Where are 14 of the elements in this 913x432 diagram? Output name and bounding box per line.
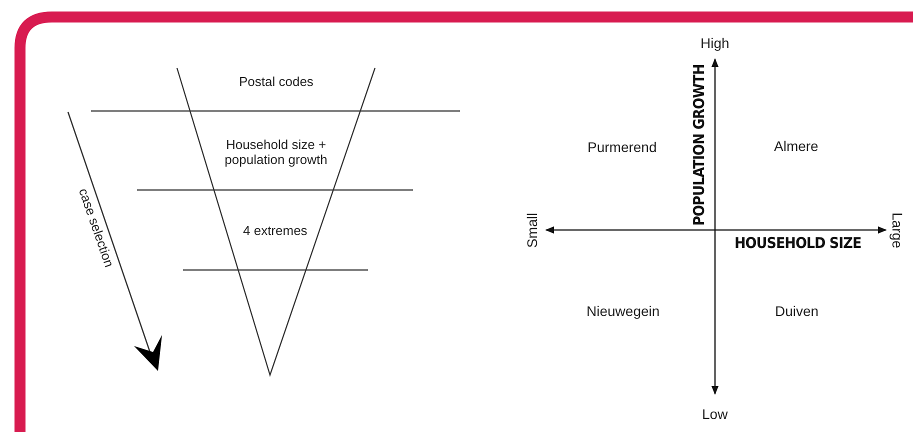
arrow-label: case selection	[75, 186, 117, 270]
axis-title: HOUSEHOLD SIZE	[734, 234, 862, 252]
axis-end-label: Low	[702, 406, 728, 422]
axis-title: POPULATION GROWTH	[690, 64, 708, 226]
funnel-level-label: Postal codes	[239, 74, 314, 90]
axis-end-label: Small	[524, 212, 540, 248]
funnel-level-label: 4 extremes	[243, 223, 308, 239]
funnel-level-label: Household size + population growth	[224, 136, 328, 168]
axis-end-label: High	[700, 34, 730, 52]
quadrant-label: Duiven	[775, 302, 819, 320]
quadrant-label: Almere	[774, 138, 818, 154]
axis-end-label: Large	[888, 212, 906, 248]
quadrant-label: Nieuwegein	[586, 302, 660, 320]
quadrant-label: Purmerend	[588, 138, 657, 156]
